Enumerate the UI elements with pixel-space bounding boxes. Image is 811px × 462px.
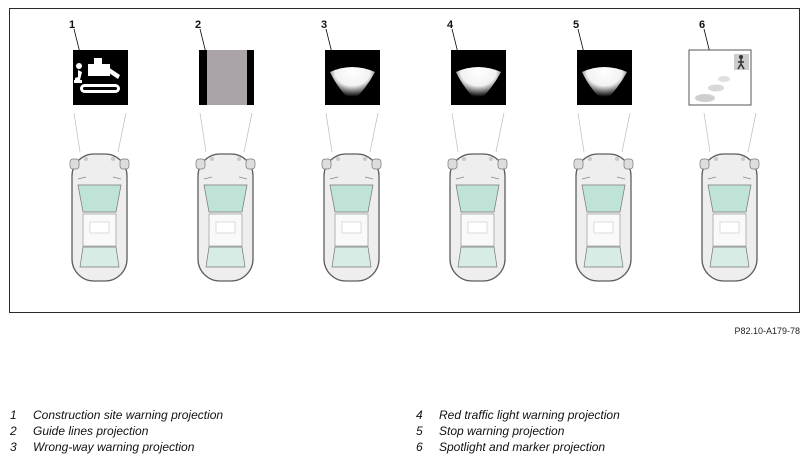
legend-number: 6 — [416, 440, 423, 454]
legend-text: Wrong-way warning projection — [33, 440, 195, 454]
legend-text: Spotlight and marker projection — [439, 440, 606, 454]
panel-1: 1 — [22, 9, 148, 314]
panel-3: 3 — [274, 9, 400, 314]
construction-site-icon — [73, 50, 128, 105]
guide-lines-icon — [199, 50, 254, 105]
panel-2: 2 — [148, 9, 274, 314]
legend-text: Stop warning projection — [439, 424, 565, 438]
spotlight-marker-icon — [688, 49, 752, 106]
car-illustration — [699, 153, 760, 282]
legend-number: 1 — [10, 408, 17, 422]
callout-number: 4 — [447, 19, 454, 31]
wrong-way-warning-icon — [325, 50, 380, 105]
car-illustration — [573, 153, 634, 282]
car-illustration — [69, 153, 130, 282]
panel-6: 6 — [652, 9, 778, 314]
legend-text: Construction site warning projection — [33, 408, 224, 422]
legend-number: 4 — [416, 408, 423, 422]
legend-number: 5 — [416, 424, 423, 438]
legend-number: 2 — [10, 424, 17, 438]
figure-frame: 1 — [9, 8, 800, 313]
callout-number: 2 — [195, 19, 202, 31]
red-traffic-light-warning-icon — [451, 50, 506, 105]
callout-number: 6 — [699, 19, 706, 31]
panel-4: 4 — [400, 9, 526, 314]
legend-text: Red traffic light warning projection — [439, 408, 620, 422]
car-illustration — [195, 153, 256, 282]
panel-5: 5 — [526, 9, 652, 314]
stop-warning-icon — [577, 50, 632, 105]
figure-reference-code: P82.10-A179-78 — [734, 326, 800, 336]
car-illustration — [447, 153, 508, 282]
callout-number: 3 — [321, 19, 328, 31]
legend-text: Guide lines projection — [33, 424, 149, 438]
callout-number: 5 — [573, 19, 580, 31]
legend-number: 3 — [10, 440, 17, 454]
car-illustration — [321, 153, 382, 282]
callout-number: 1 — [69, 19, 76, 31]
